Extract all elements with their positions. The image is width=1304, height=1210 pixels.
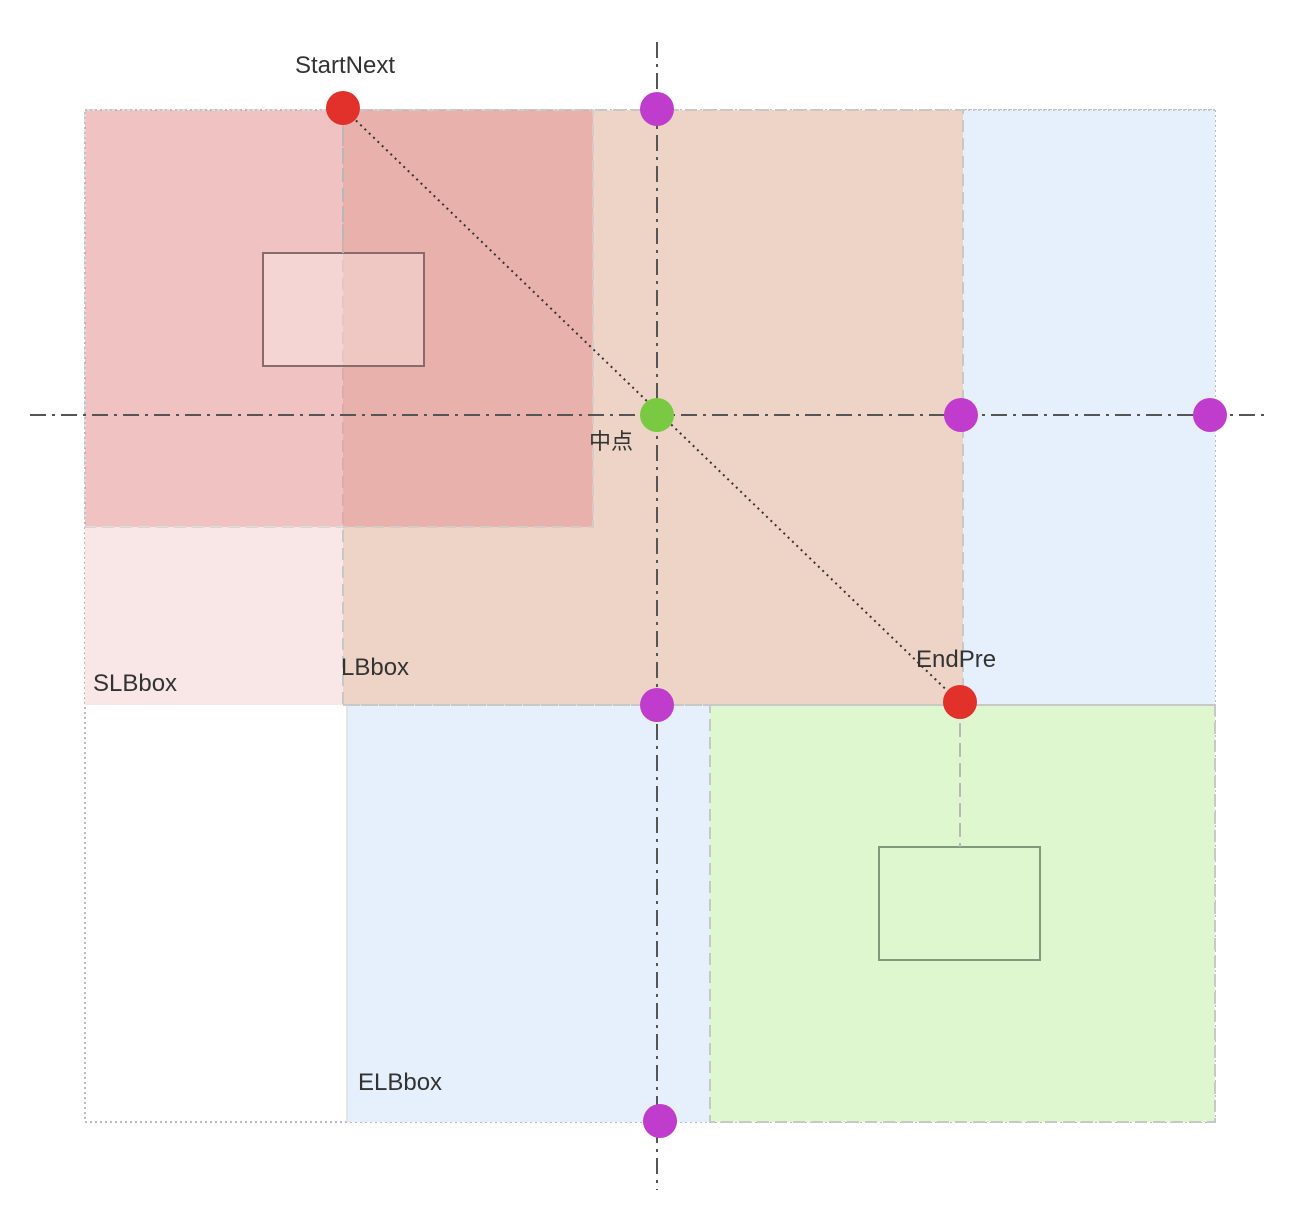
elbbox-label: ELBbox xyxy=(358,1069,442,1096)
start-next-label: StartNext xyxy=(295,52,395,79)
start-box-region xyxy=(84,109,594,528)
end-pre-label: EndPre xyxy=(916,646,996,673)
purple-point xyxy=(944,398,978,432)
lbbox-label: LBbox xyxy=(341,654,409,681)
slbbox-region xyxy=(85,527,343,705)
start-node-rect xyxy=(262,252,425,367)
purple-point xyxy=(640,688,674,722)
midpoint-point xyxy=(640,398,674,432)
purple-point xyxy=(643,1104,677,1138)
purple-point xyxy=(640,92,674,126)
end-pre-point xyxy=(943,685,977,719)
end-box-region xyxy=(709,704,1216,1123)
start-next-point xyxy=(326,91,360,125)
purple-point xyxy=(1193,398,1227,432)
slbbox-label: SLBbox xyxy=(93,670,177,697)
diagonal-dotted-line xyxy=(342,107,961,704)
midpoint-label: 中点 xyxy=(589,430,633,455)
